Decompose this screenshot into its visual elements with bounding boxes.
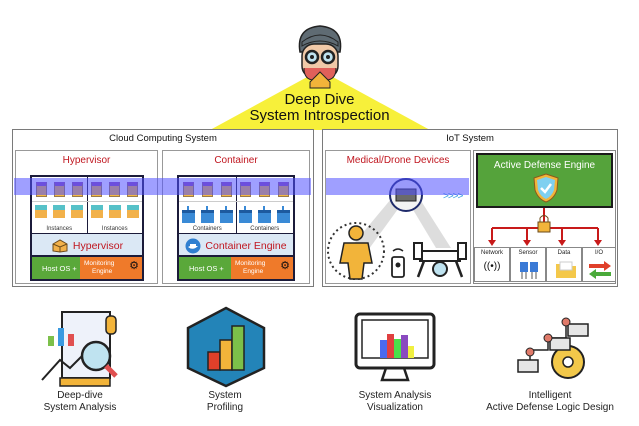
title-line-1: Deep Dive <box>284 91 355 108</box>
container-engine-label: Container Engine <box>205 239 287 252</box>
container-crate-icon <box>258 206 272 223</box>
docker-icon <box>185 238 201 253</box>
capability-line-1: Deep-dive <box>57 390 103 401</box>
io-arrows-icon <box>589 261 611 279</box>
container-crate-icon <box>239 206 253 223</box>
container-engine-row: Container Engine <box>179 233 293 257</box>
active-defense-engine: Active Defense Engine <box>476 153 613 208</box>
host-os-label: Host OS + <box>189 264 224 273</box>
antenna-icon: ((•)) <box>483 261 501 272</box>
capability-line-1: System Analysis <box>358 390 432 401</box>
capability-line-2: System Analysis <box>43 402 117 413</box>
introspection-band-cloud <box>14 178 311 195</box>
monitoring-engine: Monitoring Engine ⚙ <box>231 257 293 279</box>
container-panel: Container Containers Containers Containe… <box>162 150 310 284</box>
container-crate-icon <box>219 206 233 223</box>
monitoring-engine-line-1: Monitoring <box>84 260 115 267</box>
remote-icon <box>391 248 405 278</box>
host-os-row: Host OS + Monitoring Engine ⚙ <box>179 255 293 279</box>
capability-line-2: Profiling <box>206 402 244 413</box>
diagram-title: Deep Dive System Introspection <box>0 92 639 124</box>
flow-arrows: >>>> <box>443 191 463 202</box>
ade-panel: Active Defense Engine Network ((•)) Sens… <box>473 150 616 284</box>
drone-icon <box>413 242 467 278</box>
containers-label: Containers <box>192 226 222 232</box>
gears-icon: ⚙ <box>129 260 139 272</box>
vm-cube-icon <box>53 205 66 218</box>
devices-panel: Medical/Drone Devices <box>325 150 471 284</box>
cloud-system-title: Cloud Computing System <box>109 133 217 144</box>
capability-deep-dive-analysis: Deep-dive System Analysis <box>20 390 140 414</box>
capability-line-2: Visualization <box>367 402 423 413</box>
capability-line-1: System <box>208 390 242 401</box>
category-label: Network <box>480 250 503 256</box>
hypervisor-engine-row: Hypervisor <box>32 233 142 257</box>
host-os-row: Host OS + Monitoring Engine ⚙ <box>32 255 142 279</box>
host-os-label: Host OS + <box>42 264 77 273</box>
distribution-arrows <box>488 208 602 246</box>
capability-active-defense-logic: Intelligent Active Defense Logic Design <box>470 390 630 414</box>
containers-row: Containers Containers <box>179 201 293 233</box>
vm-cube-icon <box>126 205 139 218</box>
iot-system: IoT System Medical/Drone Devices <box>322 129 618 287</box>
category-io: I/O <box>582 247 616 282</box>
iot-system-title: IoT System <box>446 133 494 144</box>
gears-icon: ⚙ <box>280 260 290 272</box>
category-label: Data <box>557 250 571 256</box>
container-crate-icon <box>200 206 214 223</box>
devices-title: Medical/Drone Devices <box>346 155 450 166</box>
capability-line-2: Active Defense Logic Design <box>486 402 614 413</box>
vm-cube-icon <box>35 205 48 218</box>
monitor-chart-icon <box>354 312 436 382</box>
box-icon <box>52 238 68 253</box>
capability-system-profiling: System Profiling <box>170 390 280 414</box>
category-data: Data <box>546 247 582 282</box>
containers-label: Containers <box>250 226 280 232</box>
category-label: I/O <box>594 250 603 256</box>
cloud-computing-system: Cloud Computing System Hypervisor Instan… <box>12 129 314 287</box>
vm-cube-icon <box>108 205 121 218</box>
hypervisor-title: Hypervisor <box>62 155 111 166</box>
vm-cube-icon <box>71 205 84 218</box>
instances-label: Instances <box>101 226 128 232</box>
logic-gear-icon <box>517 317 589 379</box>
sensor-icon <box>520 262 538 279</box>
category-network: Network ((•)) <box>474 247 510 282</box>
researcher-icon <box>298 25 342 89</box>
shield-icon <box>533 173 559 203</box>
category-sensor: Sensor <box>510 247 546 282</box>
introspection-band-iot <box>326 178 469 195</box>
profiling-chart-icon <box>186 306 266 388</box>
container-crate-icon <box>277 206 291 223</box>
hypervisor-engine-label: Hypervisor <box>72 239 124 252</box>
monitoring-engine-line-1: Monitoring <box>235 260 266 267</box>
instances-label: Instances <box>46 226 73 232</box>
monitoring-engine-line-2: Engine <box>92 268 113 275</box>
monitoring-engine-line-2: Engine <box>243 268 264 275</box>
patient-icon <box>339 225 373 280</box>
container-title: Container <box>214 155 258 166</box>
container-crate-icon <box>181 206 195 223</box>
vm-cube-icon <box>90 205 103 218</box>
folder-icon <box>556 261 576 278</box>
category-label: Sensor <box>518 250 538 256</box>
monitoring-engine: Monitoring Engine ⚙ <box>80 257 142 279</box>
hypervisor-panel: Hypervisor Instances Instances Hyperviso… <box>15 150 158 284</box>
ade-title: Active Defense Engine <box>493 160 596 171</box>
analysis-report-icon <box>41 311 118 387</box>
capability-line-1: Intelligent <box>528 390 572 401</box>
title-line-2: System Introspection <box>249 107 390 124</box>
instances-row: Instances Instances <box>32 201 142 233</box>
capability-visualization: System Analysis Visualization <box>340 390 450 414</box>
